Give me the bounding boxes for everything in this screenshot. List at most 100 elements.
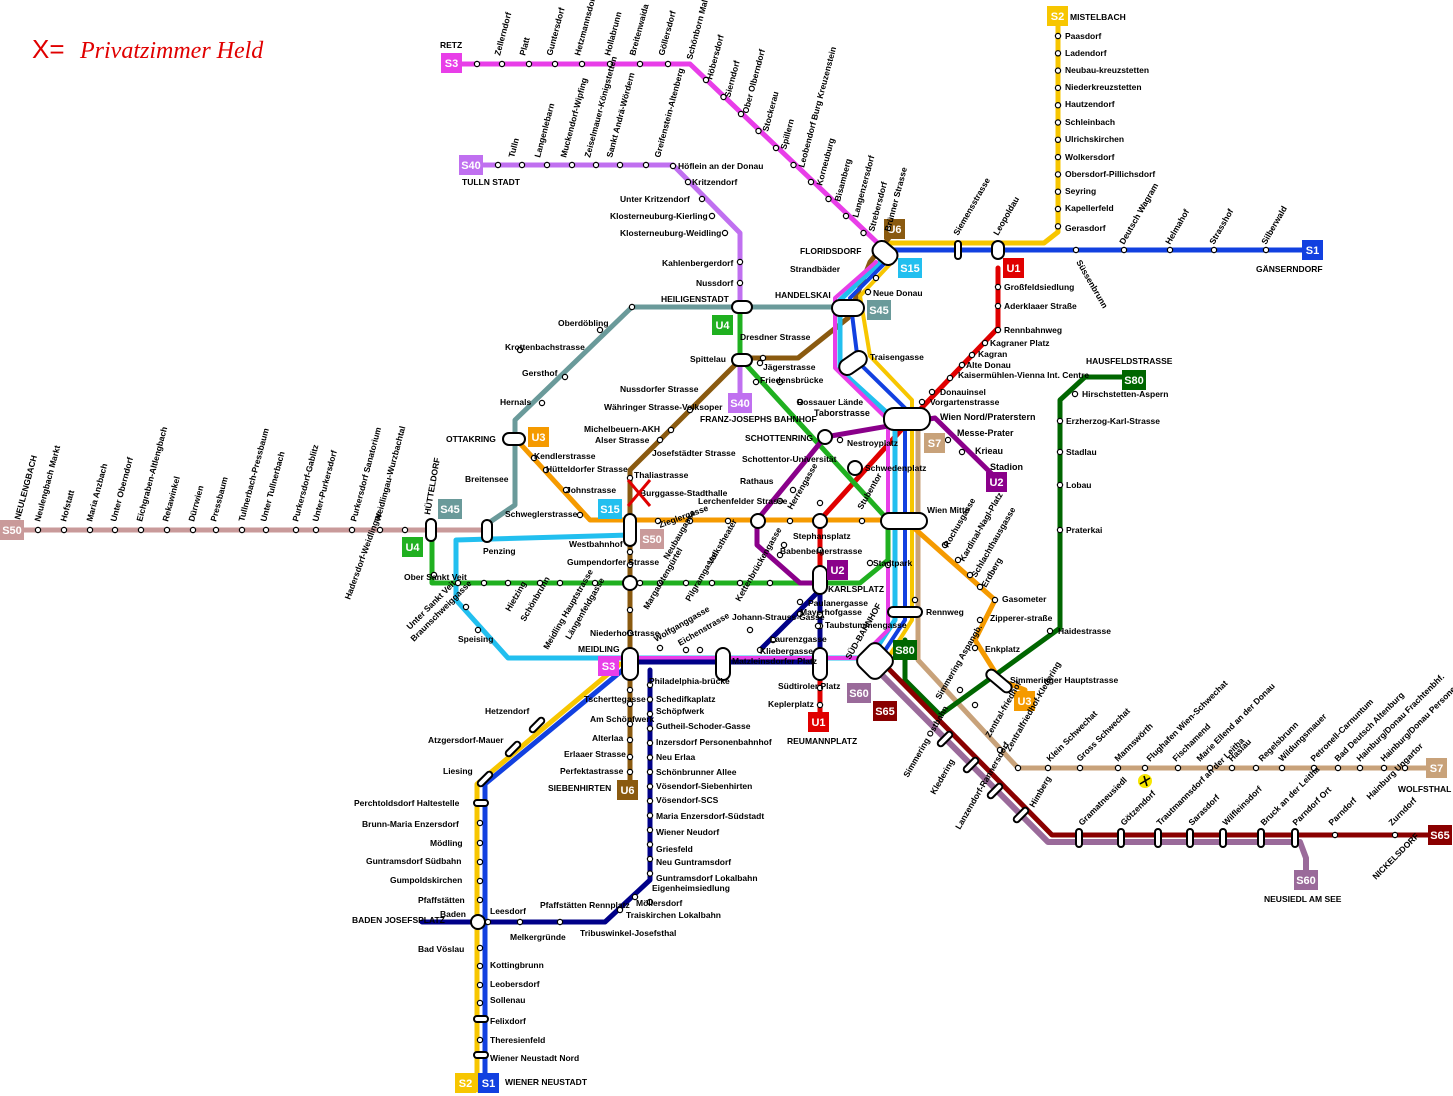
interchange-neustadt2[interactable] bbox=[473, 1015, 489, 1023]
label-krottenbach: Krottenbachstrasse bbox=[505, 342, 585, 352]
interchange-schottenring[interactable] bbox=[817, 429, 833, 445]
label-perchtoldsdorf: Perchtoldsdorf Haltestelle bbox=[354, 798, 460, 808]
interchange-bruck[interactable] bbox=[1257, 828, 1265, 848]
interchange-lanzendorf[interactable] bbox=[986, 782, 1004, 800]
interchange-westbahnhof[interactable] bbox=[623, 513, 637, 547]
station-dot bbox=[626, 561, 634, 569]
svg-text:S3: S3 bbox=[602, 661, 615, 673]
label-tullnstadt: TULLN STADT bbox=[462, 177, 521, 187]
interchange-huetteldorf[interactable] bbox=[425, 518, 437, 542]
interchange-wiennord[interactable] bbox=[883, 407, 931, 431]
station-dot bbox=[454, 579, 462, 587]
interchange-sarasdorf[interactable] bbox=[1186, 828, 1194, 848]
interchange-hetzendorf[interactable] bbox=[528, 716, 546, 734]
interchange-suedtiroler[interactable] bbox=[812, 647, 828, 681]
label-melkergruende: Melkergründe bbox=[510, 932, 566, 942]
interchange-baden[interactable] bbox=[470, 914, 486, 930]
svg-text:S1: S1 bbox=[1306, 245, 1319, 257]
svg-text:S45: S45 bbox=[440, 504, 460, 516]
station-dot bbox=[656, 644, 664, 652]
station-dot bbox=[968, 351, 976, 359]
label-pressbaum: Pressbaum bbox=[208, 475, 230, 522]
interchange-stephansplatz[interactable] bbox=[812, 513, 828, 529]
label-paulaner: Paulanergasse bbox=[808, 598, 868, 608]
interchange-himberg[interactable] bbox=[1012, 806, 1030, 824]
label-gutheil: Gutheil-Schoder-Gasse bbox=[656, 721, 751, 731]
interchange-simmeringost[interactable] bbox=[936, 730, 954, 748]
badge-s65b: S65 bbox=[1428, 825, 1452, 845]
station-dot bbox=[1054, 171, 1062, 178]
interchange-simmeringhs[interactable] bbox=[984, 668, 1013, 695]
station-dot bbox=[484, 918, 492, 926]
interchange-siemensstrasse[interactable] bbox=[954, 240, 962, 260]
interchange-traisengasse[interactable] bbox=[836, 348, 870, 378]
station-dot bbox=[292, 526, 300, 534]
station-dot bbox=[796, 610, 804, 618]
interchange-handelskai[interactable] bbox=[831, 299, 865, 317]
interchange-goetzendorf[interactable] bbox=[1117, 828, 1125, 848]
badge-s2b: S2 bbox=[455, 1073, 476, 1093]
station-dot bbox=[736, 258, 744, 266]
station-dot bbox=[836, 436, 844, 444]
interchange-wienmitte[interactable] bbox=[880, 512, 928, 530]
interchange-wilfleinsdorf[interactable] bbox=[1219, 828, 1227, 848]
hotel-marker[interactable] bbox=[626, 479, 652, 507]
interchange-suedbahnhof[interactable] bbox=[854, 640, 896, 682]
svg-text:S2: S2 bbox=[1051, 11, 1064, 23]
interchange-neustadt1[interactable] bbox=[473, 799, 489, 807]
interchange-leopoldau[interactable] bbox=[991, 240, 1005, 260]
label-neuguntramsdorf: Neu Guntramsdorf bbox=[656, 857, 731, 867]
interchange-heiligenstadt[interactable] bbox=[731, 300, 753, 314]
station-dot bbox=[682, 579, 690, 587]
interchange-atzgersdorf[interactable] bbox=[504, 740, 522, 758]
station-dot bbox=[1114, 764, 1122, 772]
interchange-kledering[interactable] bbox=[962, 756, 980, 774]
svg-text:U1: U1 bbox=[811, 717, 825, 729]
label-hetzendorf: Hetzendorf bbox=[485, 706, 530, 716]
line-s15-trunk bbox=[453, 259, 898, 661]
station-dot bbox=[536, 579, 544, 587]
station-dot bbox=[654, 517, 662, 525]
svg-text:U3: U3 bbox=[1017, 696, 1031, 708]
interchange-parndorfort[interactable] bbox=[1291, 828, 1299, 848]
label-hadersdorf: Hadersdorf-Weidlingau bbox=[342, 510, 383, 601]
interchange-gramatneusiedl[interactable] bbox=[1075, 828, 1083, 848]
interchange-volkstheater[interactable] bbox=[750, 513, 766, 529]
badge-s80b: S80 bbox=[893, 640, 917, 660]
station-dot bbox=[698, 195, 706, 203]
station-dot bbox=[807, 178, 815, 186]
station-dot bbox=[86, 526, 94, 534]
station-dot bbox=[656, 579, 664, 587]
interchange-spittelau[interactable] bbox=[731, 353, 753, 367]
line-s2-south bbox=[474, 661, 623, 1093]
station-dot bbox=[1174, 764, 1182, 772]
interchange-neustadt3[interactable] bbox=[473, 1051, 489, 1059]
station-dot bbox=[111, 526, 119, 534]
station-dot bbox=[476, 819, 484, 827]
interchange-laengenfeld[interactable] bbox=[622, 575, 638, 591]
interchange-schwedenplatz[interactable] bbox=[847, 460, 863, 476]
station-dot bbox=[796, 598, 804, 606]
interchange-ottakring[interactable] bbox=[502, 432, 526, 446]
label-guntramsdorflokal: Guntramsdorf Lokalbahn bbox=[656, 873, 758, 883]
interchange-liesing[interactable] bbox=[476, 770, 494, 788]
label-leopoldau: Leopoldau bbox=[991, 195, 1021, 237]
label-hoebersdorf: Höbersdorf bbox=[704, 34, 726, 81]
label-traiskirchen: Traiskirchen Lokalbahn bbox=[626, 910, 721, 920]
interchange-karlsplatz[interactable] bbox=[812, 565, 828, 595]
interchange-rennweg[interactable] bbox=[887, 606, 923, 618]
label-niederkreuzstetten: Niederkreuzstetten bbox=[1065, 82, 1142, 92]
label-nickelsdorf: NICKELSDORF bbox=[1370, 831, 1420, 881]
station-dot bbox=[262, 526, 270, 534]
interchange-floridsdorf[interactable] bbox=[869, 238, 900, 269]
label-gersthof: Gersthof bbox=[522, 368, 558, 378]
station-dot bbox=[1056, 481, 1064, 489]
label-westbahnhof: Westbahnhof bbox=[569, 539, 623, 549]
interchange-matzleinsdorf[interactable] bbox=[715, 647, 731, 681]
interchange-penzing[interactable] bbox=[481, 519, 493, 543]
station-dot bbox=[1054, 67, 1062, 74]
interchange-meidling[interactable] bbox=[621, 647, 639, 681]
interchange-trautmannsdorf[interactable] bbox=[1154, 828, 1162, 848]
station-dot bbox=[562, 486, 570, 494]
